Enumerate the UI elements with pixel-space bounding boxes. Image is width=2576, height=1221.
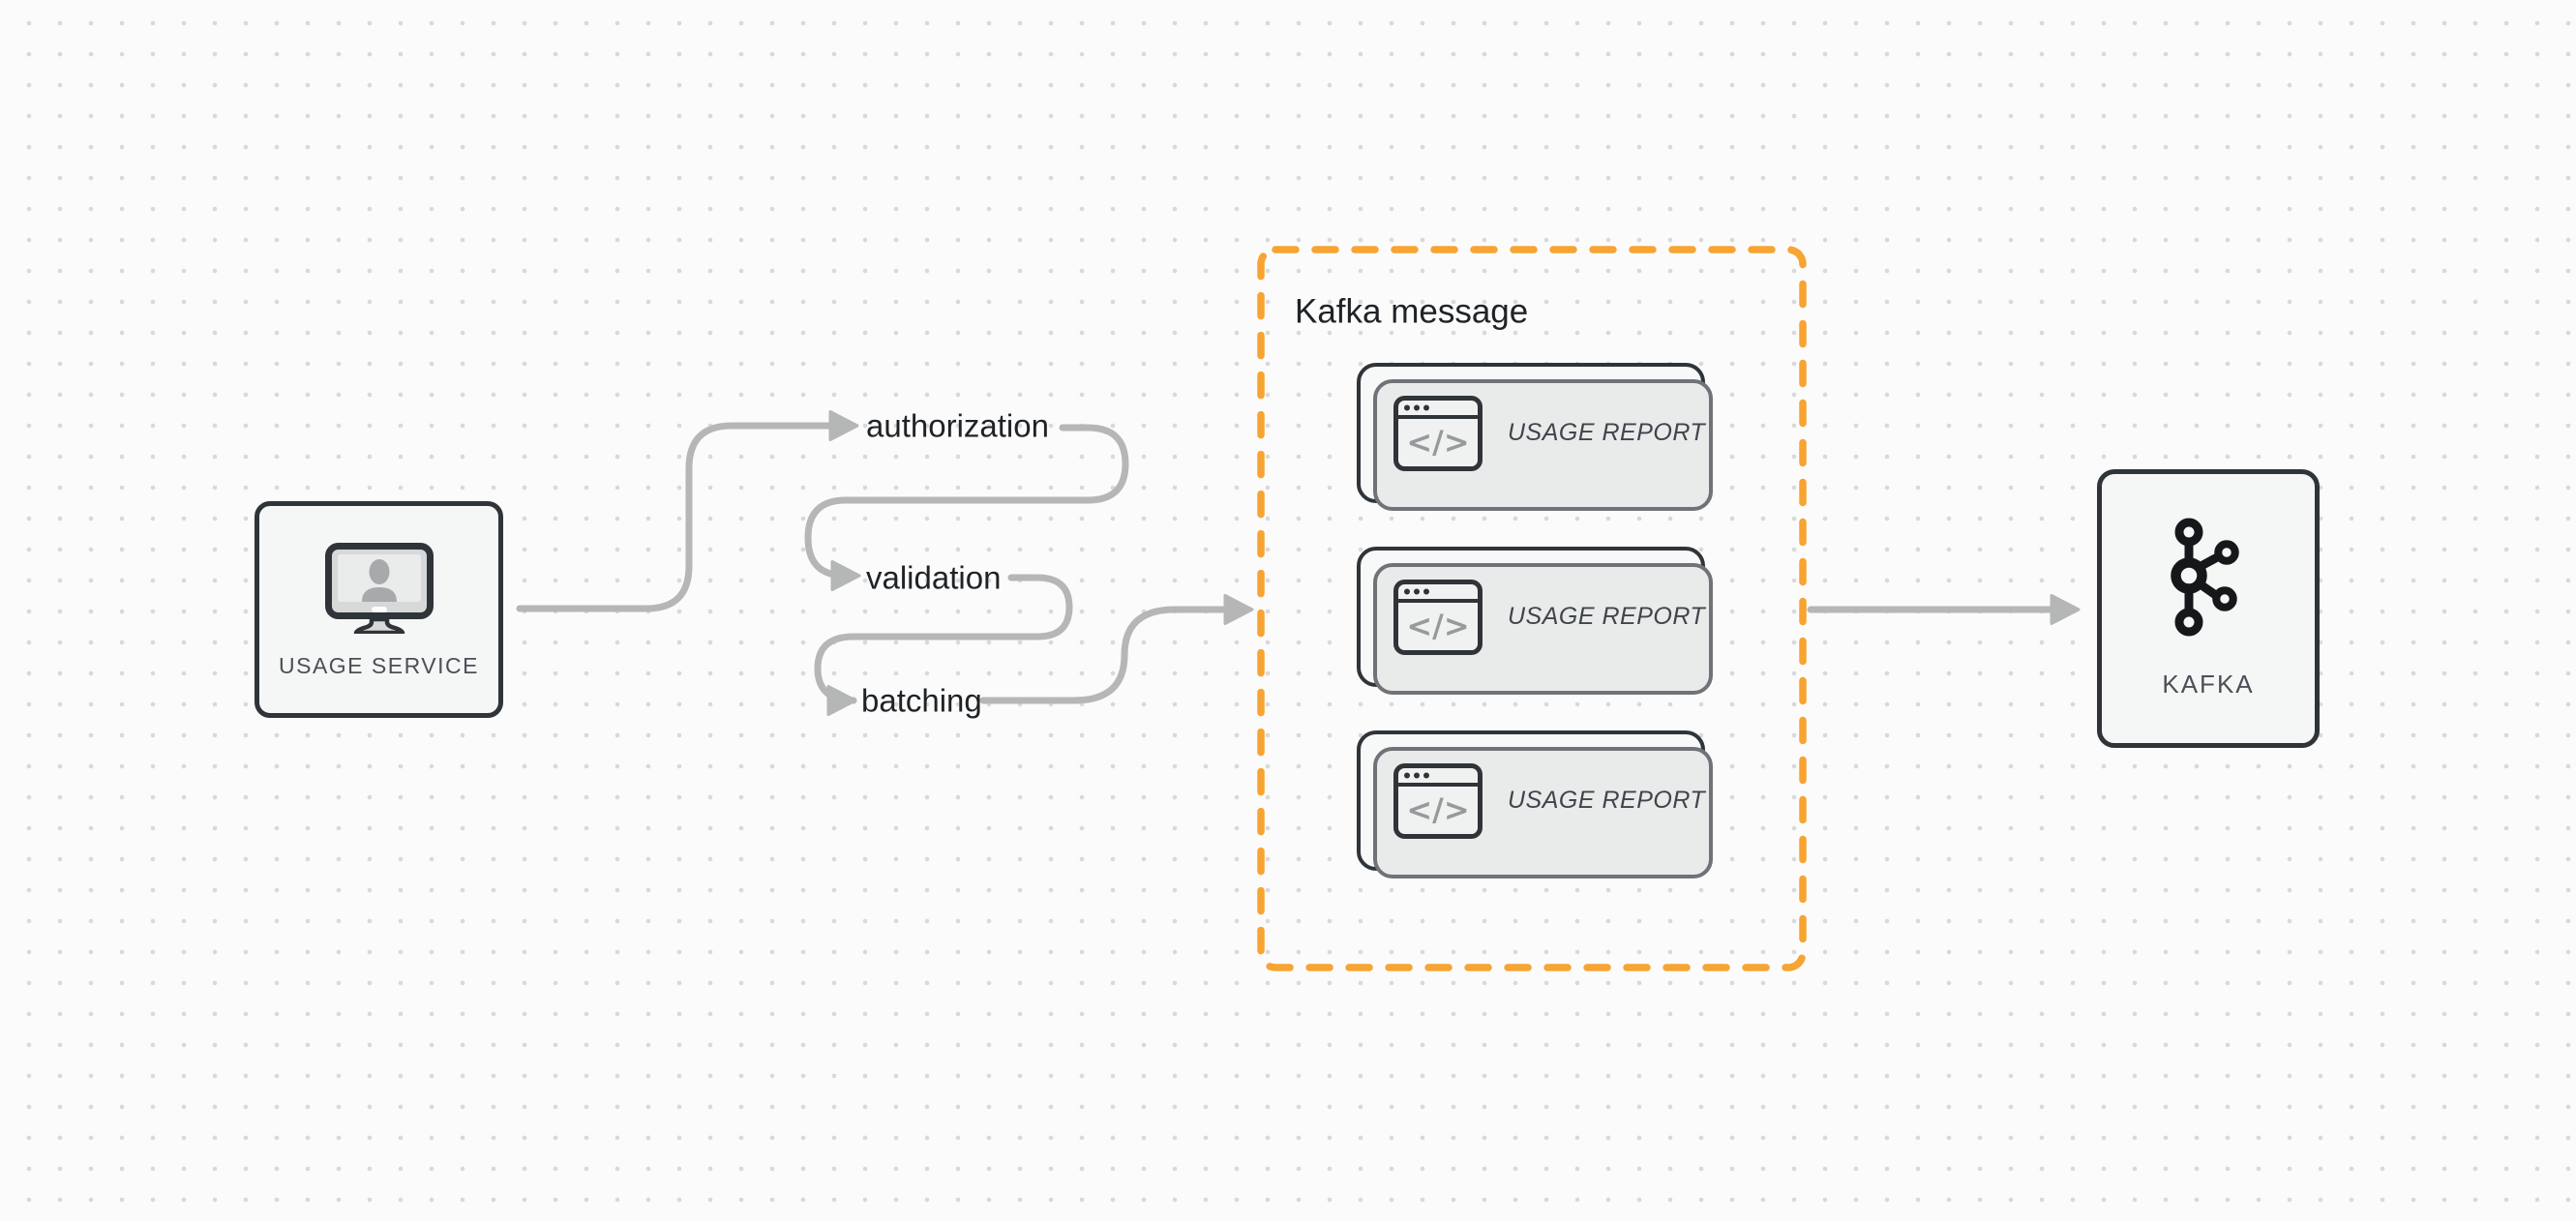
usage-service-label: USAGE SERVICE — [279, 653, 479, 678]
arrowhead-authorization — [828, 410, 859, 441]
step-validation: validation — [866, 559, 1002, 596]
arrowhead-validation — [830, 560, 861, 591]
connector-service-to-authorization — [516, 422, 834, 612]
code-window-icon: </> — [1393, 395, 1483, 471]
step-batching: batching — [861, 682, 982, 719]
arrowhead-batching — [826, 685, 857, 716]
kafka-logo-icon — [2171, 518, 2239, 637]
connector-validation-to-batching — [814, 574, 1073, 704]
usage-report-card: </> USAGE REPORT — [1357, 730, 1713, 879]
usage-report-card: </> USAGE REPORT — [1357, 363, 1713, 511]
code-window-icon: </> — [1393, 762, 1483, 839]
usage-report-label: USAGE REPORT — [1508, 419, 1706, 446]
svg-text:</>: </> — [1406, 424, 1469, 461]
usage-report-card: </> USAGE REPORT — [1357, 547, 1713, 695]
monitor-user-icon — [324, 543, 434, 634]
usage-report-label: USAGE REPORT — [1508, 603, 1706, 630]
arrowhead-into-group — [1223, 594, 1254, 625]
kafka-message-group-title: Kafka message — [1295, 292, 1529, 331]
kafka-message-group-border — [1257, 246, 1807, 971]
arrowhead-into-kafka — [2050, 594, 2081, 625]
connector-batching-to-group — [979, 606, 1227, 704]
connector-authorization-to-validation — [804, 424, 1129, 580]
code-window-icon: </> — [1393, 579, 1483, 655]
svg-text:</>: </> — [1406, 608, 1469, 644]
svg-text:</>: </> — [1406, 791, 1469, 828]
usage-service-node: USAGE SERVICE — [255, 501, 503, 718]
step-authorization: authorization — [866, 407, 1049, 444]
kafka-label: KAFKA — [2162, 670, 2255, 699]
usage-report-label: USAGE REPORT — [1508, 787, 1706, 814]
kafka-node: KAFKA — [2097, 469, 2320, 748]
